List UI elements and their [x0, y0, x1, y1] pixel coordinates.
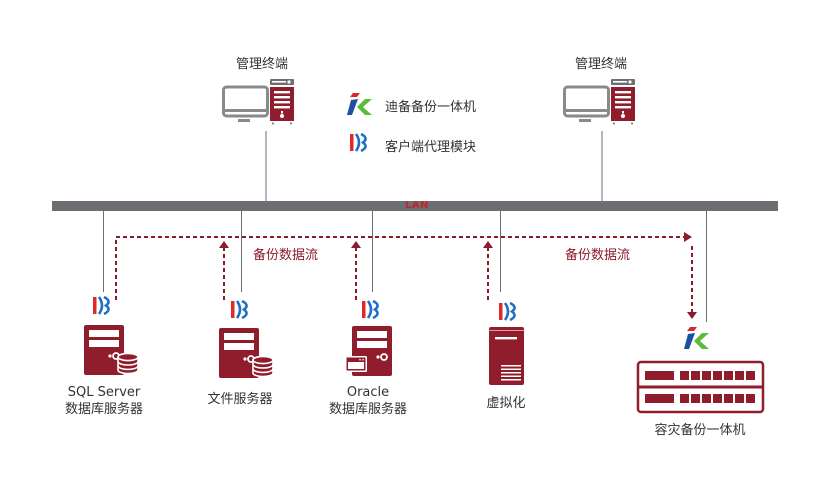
- database-server-icon: [83, 324, 139, 376]
- legend-label-appliance: 迪备备份一体机: [385, 100, 477, 115]
- client-agent-icon: [348, 132, 367, 153]
- node-label-line1: SQL Server: [67, 385, 141, 400]
- node-label-line1: 文件服务器: [207, 392, 273, 407]
- lan-bus: [52, 201, 778, 211]
- arrow-up-icon: [351, 241, 361, 248]
- node-label-sql-server: SQL Server 数据库服务器: [49, 384, 159, 418]
- node-label-virtualization: 虚拟化: [466, 395, 546, 412]
- arrow-up-icon: [483, 241, 493, 248]
- node-label-line2: 数据库服务器: [64, 402, 143, 417]
- flow-arrowheads: [219, 232, 697, 319]
- arrow-right-icon: [684, 232, 692, 242]
- legend-label-agent: 客户端代理模块: [385, 140, 477, 155]
- client-agent-icon: [229, 299, 248, 320]
- lan-label: LAN: [405, 200, 429, 211]
- file-server-icon: [218, 327, 274, 379]
- backup-flow-label: 备份数据流: [565, 248, 631, 263]
- management-terminal-icon: [563, 77, 637, 126]
- backup-appliance-icon: [636, 360, 765, 414]
- management-terminal-label: 管理终端: [235, 57, 288, 72]
- node-label-line1: 容灾备份一体机: [654, 423, 746, 438]
- node-label-line1: 虚拟化: [486, 396, 526, 411]
- node-label-line2: 数据库服务器: [328, 402, 407, 417]
- node-label-file-server: 文件服务器: [190, 391, 290, 408]
- oracle-server-icon: [345, 325, 393, 377]
- node-label-dr-appliance: 容灾备份一体机: [640, 422, 760, 439]
- client-agent-icon: [497, 301, 516, 322]
- backup-flow-label: 备份数据流: [253, 248, 319, 263]
- appliance-logo-icon: [347, 93, 372, 115]
- arrow-down-icon: [687, 312, 697, 319]
- arrow-up-icon: [219, 241, 229, 248]
- client-agent-icon: [360, 299, 379, 320]
- appliance-logo-icon: [684, 327, 709, 349]
- virtualization-host-icon: [489, 327, 524, 385]
- node-label-oracle-server: Oracle 数据库服务器: [313, 384, 423, 418]
- client-agent-icon: [91, 295, 110, 316]
- management-terminal-label: 管理终端: [574, 57, 627, 72]
- backup-flow-path: [115, 236, 693, 312]
- node-label-line1: Oracle: [346, 385, 390, 400]
- management-terminal-icon: [222, 77, 296, 126]
